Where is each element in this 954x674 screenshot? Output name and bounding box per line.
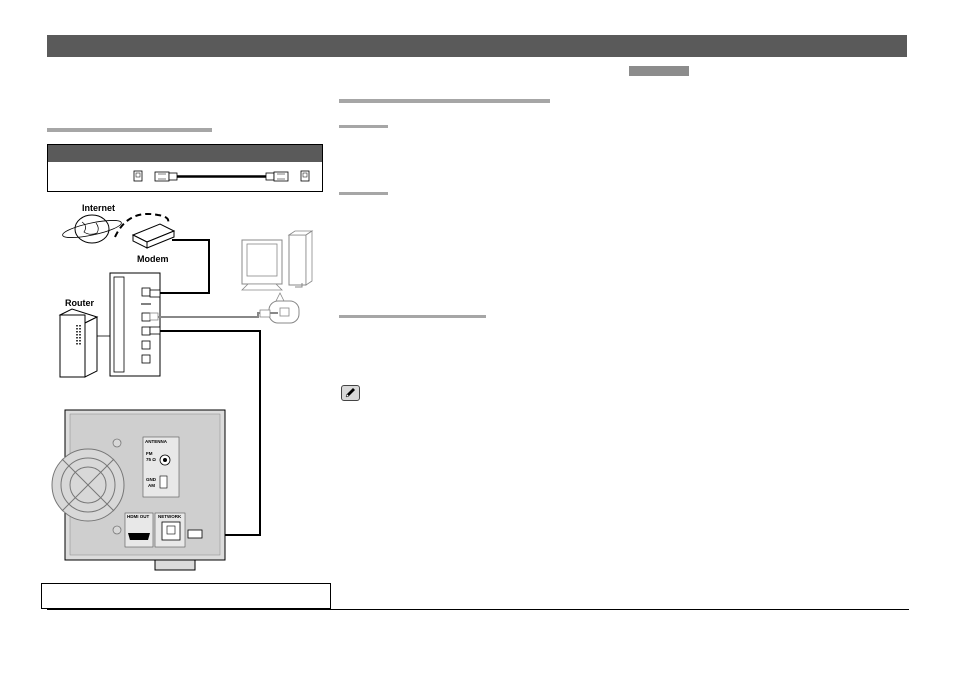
fm-label: FM [146, 451, 153, 456]
network-port-label: NETWORK [158, 514, 182, 519]
pencil-icon [341, 385, 360, 401]
subheading-rule-1 [339, 125, 388, 128]
subheading-rule-2 [339, 192, 388, 195]
left-section-heading-rule [47, 128, 212, 132]
ethernet-cable-illustration [133, 170, 310, 182]
antenna-label: ANTENNA [145, 439, 168, 444]
internet-label: Internet [82, 203, 115, 213]
router-port-panel [97, 272, 161, 377]
router-label: Router [65, 298, 94, 308]
hdmi-out-label: HDMI OUT [127, 514, 149, 519]
section-tab-marker [629, 66, 689, 76]
subheading-rule-3 [339, 315, 486, 318]
cable-box-header [48, 145, 322, 162]
page-footer-rule [47, 609, 909, 610]
computer-icon [241, 230, 314, 291]
computer-lan-port-callout [268, 292, 300, 324]
router-icon [58, 308, 99, 378]
receiver-rear-panel [51, 409, 226, 571]
page-header-bar [47, 35, 907, 57]
fm-ohm-label: 75 Ω [146, 457, 156, 462]
network-connection-diagram: Internet Modem Router [51, 203, 314, 571]
diagram-caption-box [41, 583, 331, 609]
internet-globe-icon [62, 214, 122, 244]
modem-label: Modem [137, 254, 169, 264]
right-section-heading-rule [339, 99, 550, 103]
am-label: AM [148, 483, 155, 488]
ethernet-cable-box [47, 144, 323, 192]
gnd-label: GND [146, 477, 157, 482]
modem-icon [131, 223, 176, 249]
